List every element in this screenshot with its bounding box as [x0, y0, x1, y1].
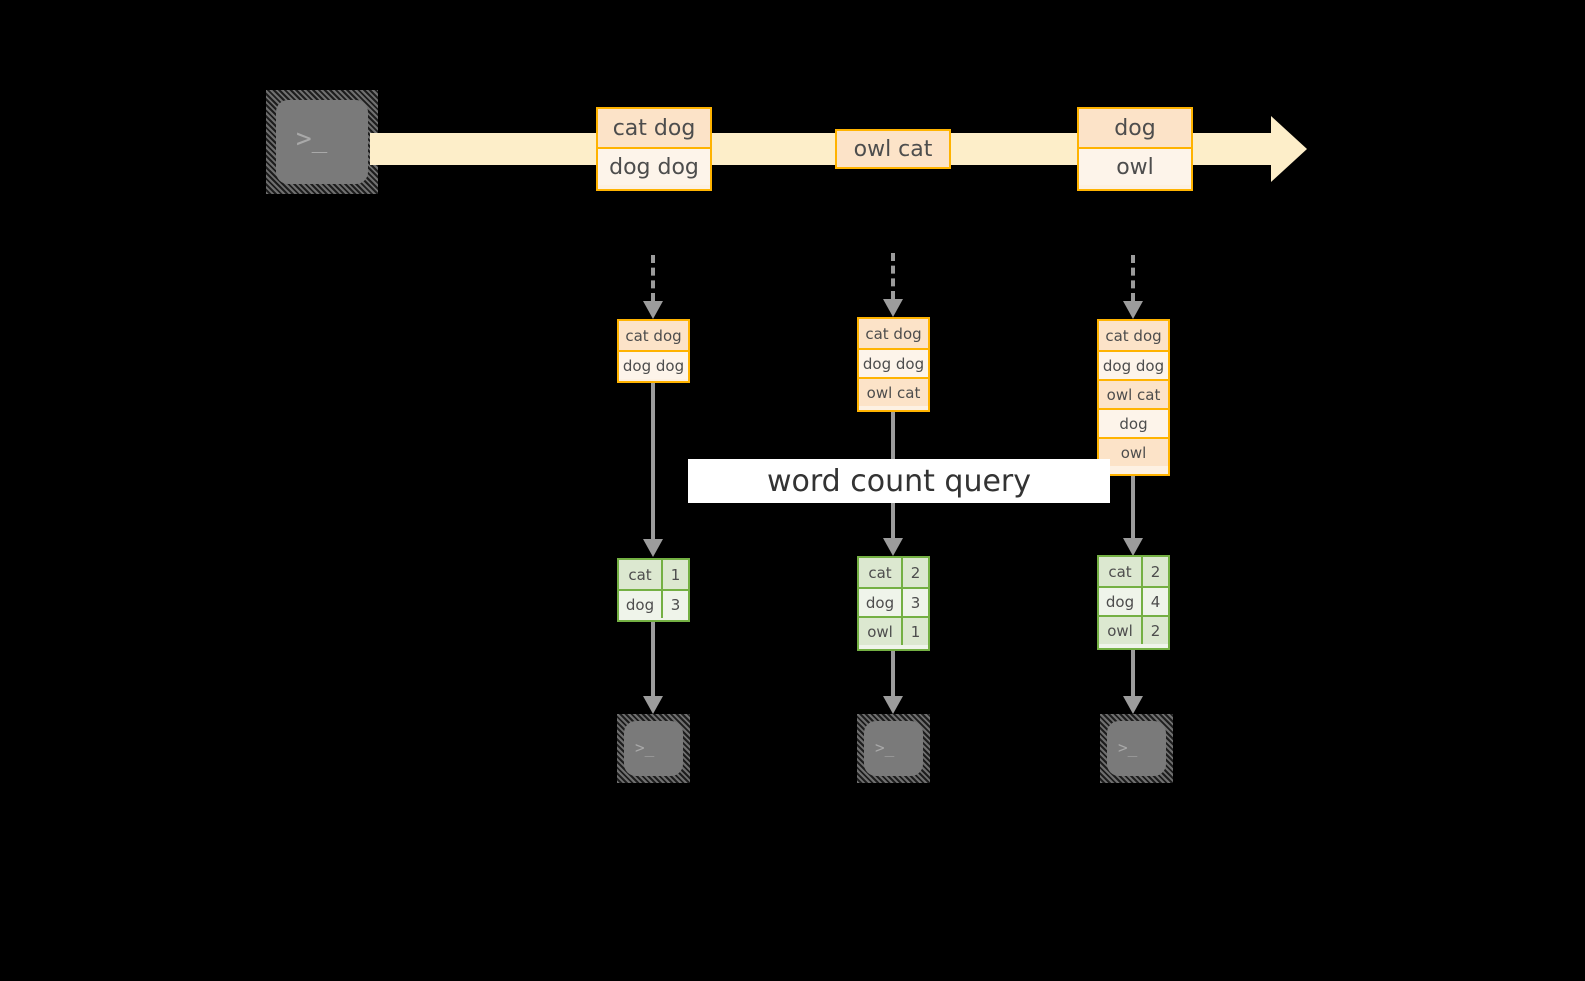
terminal-prompt-glyph: >_: [875, 738, 895, 757]
terminal-face: [864, 721, 923, 776]
arrow-head: [1123, 538, 1143, 556]
table-row: cat 2: [1099, 557, 1168, 586]
table-row: cat 2: [859, 558, 928, 587]
table-row: owl 1: [859, 616, 928, 645]
arrow-head: [1123, 301, 1143, 319]
table-row: dog 3: [859, 587, 928, 616]
buffer-line: owl cat: [859, 377, 928, 406]
terminal-prompt-glyph: >_: [635, 738, 655, 757]
source-terminal-icon: >_: [266, 90, 378, 194]
arrow-line: [651, 622, 655, 698]
stage-2-buffer[interactable]: cat dog dog dog owl cat: [857, 317, 930, 412]
stream-message-line: dog dog: [598, 147, 710, 185]
arrow-head: [643, 696, 663, 714]
stage-1-input-arrow: [639, 255, 667, 320]
stream-arrow-head: [1271, 116, 1307, 182]
buffer-line: cat dog: [859, 319, 928, 348]
arrow-line: [891, 253, 895, 299]
terminal-face: [624, 721, 683, 776]
stream-message-line: owl: [1079, 147, 1191, 185]
arrow-head: [883, 299, 903, 317]
arrow-head: [883, 696, 903, 714]
terminal-face: [276, 100, 368, 184]
arrow-head: [643, 539, 663, 557]
table-cell-count: 3: [663, 591, 688, 618]
table-cell-word: dog: [619, 591, 663, 618]
table-row: dog 3: [619, 589, 688, 618]
arrow-line: [651, 255, 655, 301]
stage-2-sink-arrow: [879, 651, 907, 716]
table-cell-count: 2: [1143, 617, 1168, 644]
table-row: owl 2: [1099, 615, 1168, 644]
buffer-line: dog dog: [619, 350, 688, 379]
arrow-line: [1131, 476, 1135, 540]
stage-2-result-table[interactable]: cat 2 dog 3 owl 1: [857, 556, 930, 651]
stage-2-sink-terminal-icon: >_: [857, 714, 930, 783]
stage-3-result-table[interactable]: cat 2 dog 4 owl 2: [1097, 555, 1170, 650]
arrow-line: [651, 383, 655, 541]
table-cell-word: cat: [1099, 557, 1143, 586]
table-cell-word: dog: [859, 589, 903, 616]
stage-3-buffer[interactable]: cat dog dog dog owl cat dog owl: [1097, 319, 1170, 476]
buffer-line: dog dog: [859, 348, 928, 377]
stream-message-line: owl cat: [837, 131, 949, 167]
stage-1-sink-arrow: [639, 622, 667, 716]
buffer-line: owl: [1099, 437, 1168, 466]
stream-message-line: dog: [1079, 109, 1191, 147]
table-cell-count: 4: [1143, 588, 1168, 615]
stage-1-result-table[interactable]: cat 1 dog 3: [617, 558, 690, 622]
stage-3-sink-arrow: [1119, 650, 1147, 716]
buffer-line: cat dog: [1099, 321, 1168, 350]
table-cell-word: owl: [859, 618, 903, 645]
stage-1-buffer[interactable]: cat dog dog dog: [617, 319, 690, 383]
stage-1-query-arrow: [639, 383, 667, 559]
stage-3-query-arrow: [1119, 476, 1147, 558]
table-cell-word: dog: [1099, 588, 1143, 615]
table-cell-word: cat: [619, 560, 663, 589]
buffer-line: dog dog: [1099, 350, 1168, 379]
buffer-line: cat dog: [619, 321, 688, 350]
arrow-head: [883, 538, 903, 556]
arrow-line: [1131, 650, 1135, 698]
table-row: dog 4: [1099, 586, 1168, 615]
stream-message-batch-2[interactable]: owl cat: [835, 129, 951, 169]
terminal-prompt-glyph: >_: [296, 124, 328, 154]
terminal-face: [1107, 721, 1166, 776]
stream-message-batch-3[interactable]: dog owl: [1077, 107, 1193, 191]
table-cell-count: 1: [663, 560, 688, 589]
terminal-prompt-glyph: >_: [1118, 738, 1138, 757]
table-cell-word: cat: [859, 558, 903, 587]
word-count-query-label: word count query: [688, 459, 1110, 503]
stage-2-input-arrow: [879, 253, 907, 318]
table-cell-count: 3: [903, 589, 928, 616]
table-cell-count: 2: [903, 558, 928, 587]
stage-3-sink-terminal-icon: >_: [1100, 714, 1173, 783]
arrow-line: [891, 651, 895, 698]
table-cell-word: owl: [1099, 617, 1143, 644]
table-cell-count: 1: [903, 618, 928, 645]
table-cell-count: 2: [1143, 557, 1168, 586]
arrow-head: [1123, 696, 1143, 714]
arrow-line: [1131, 255, 1135, 301]
buffer-line: owl cat: [1099, 379, 1168, 408]
arrow-head: [643, 301, 663, 319]
stage-3-input-arrow: [1119, 255, 1147, 320]
stream-message-line: cat dog: [598, 109, 710, 147]
buffer-line: dog: [1099, 408, 1168, 437]
stream-message-batch-1[interactable]: cat dog dog dog: [596, 107, 712, 191]
stage-1-sink-terminal-icon: >_: [617, 714, 690, 783]
table-row: cat 1: [619, 560, 688, 589]
